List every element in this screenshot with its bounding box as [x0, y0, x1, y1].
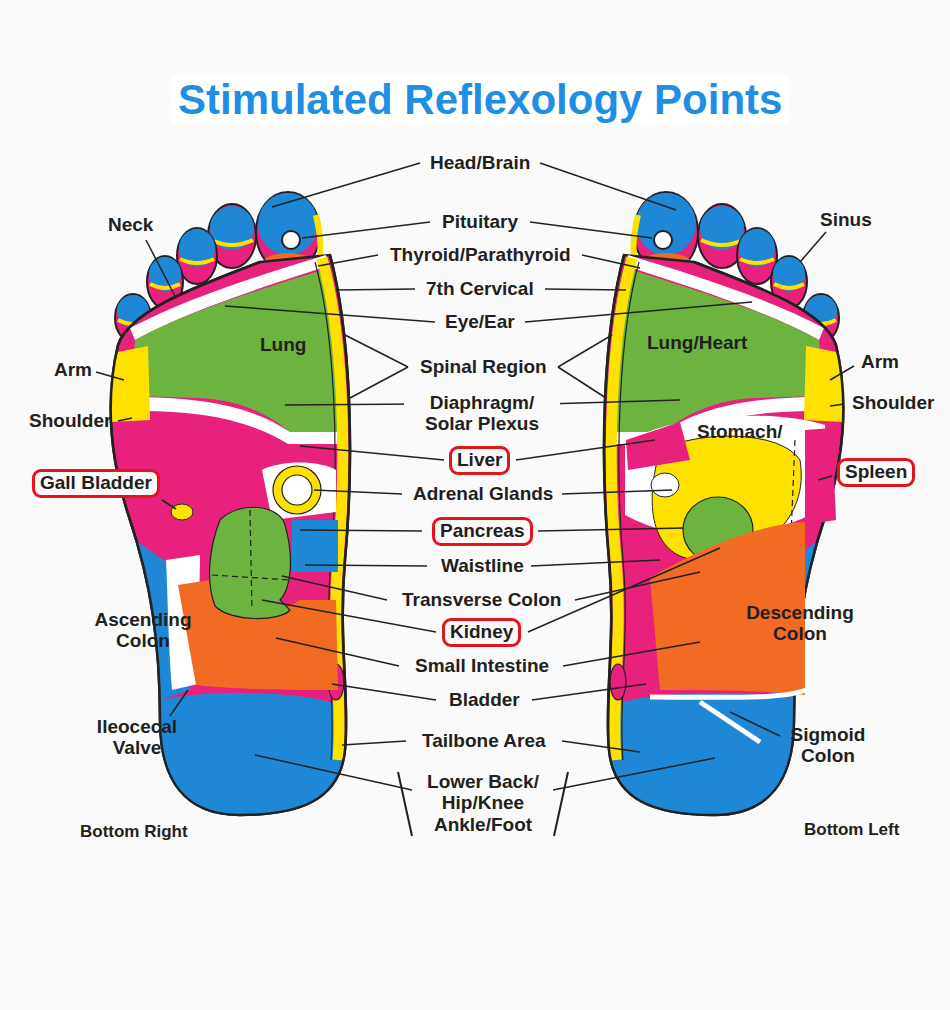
organ-label: Lung/Heart [647, 332, 747, 353]
chart-title: Stimulated Reflexology Points [172, 76, 788, 124]
highlight-box: Spleen [837, 458, 915, 487]
organ-label: Small Intestine [412, 655, 552, 676]
organ-label: Descending Colon [725, 602, 875, 645]
highlight-label: Gall Bladder [40, 472, 152, 493]
organ-label: Eye/Ear [442, 311, 518, 332]
organ-label: Diaphragm/ Solar Plexus [404, 392, 560, 435]
organ-label: Shoulder [29, 410, 111, 431]
highlight-label: Pancreas [440, 520, 525, 541]
organ-label: Thyroid/Parathyroid [387, 244, 574, 265]
organ-label: Arm [54, 359, 92, 380]
organ-label: 7th Cervical [423, 278, 537, 299]
bracket [398, 772, 568, 836]
organ-label: Bottom Left [804, 820, 899, 839]
highlight-box: Gall Bladder [32, 469, 160, 498]
organ-label: Sinus [820, 209, 872, 230]
highlight-label: Spleen [845, 461, 907, 482]
organ-label: Transverse Colon [399, 589, 564, 610]
right-foot-organs [166, 463, 338, 691]
highlight-box: Liver [449, 446, 510, 475]
organ-label: Lung [260, 334, 306, 355]
highlight-label: Liver [457, 449, 502, 470]
highlight-box: Kidney [442, 618, 521, 647]
organ-label: Head/Brain [427, 152, 533, 173]
organ-label: Pituitary [439, 211, 521, 232]
organ-label: Ascending Colon [73, 609, 213, 652]
organ-label: Adrenal Glands [410, 483, 556, 504]
leader-lines [96, 163, 854, 790]
organ-label: Neck [108, 214, 153, 235]
organ-label: Ileocecal Valve [77, 716, 197, 759]
left-foot-organs [625, 416, 836, 742]
highlight-box: Pancreas [432, 517, 533, 546]
left-foot [604, 192, 844, 815]
organ-label: Tailbone Area [419, 730, 549, 751]
organ-label: Lower Back/ Hip/Knee Ankle/Foot [415, 771, 551, 835]
organ-label: Spinal Region [417, 356, 550, 377]
organ-label: Arm [861, 351, 899, 372]
organ-label: Stomach/ [697, 421, 783, 442]
organ-label: Waistline [438, 555, 527, 576]
organ-label: Sigmoid Colon [768, 724, 888, 767]
organ-label: Bottom Right [80, 822, 188, 841]
organ-label: Bladder [446, 689, 523, 710]
organ-label: Shoulder [852, 392, 934, 413]
highlight-label: Kidney [450, 621, 513, 642]
